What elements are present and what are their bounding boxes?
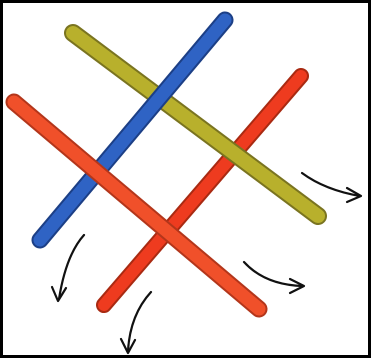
arrow-down-left (52, 235, 84, 301)
arrow-right-upper (302, 173, 361, 202)
arrow-down-bottom (121, 292, 151, 353)
arrow-right-lower (244, 262, 304, 293)
